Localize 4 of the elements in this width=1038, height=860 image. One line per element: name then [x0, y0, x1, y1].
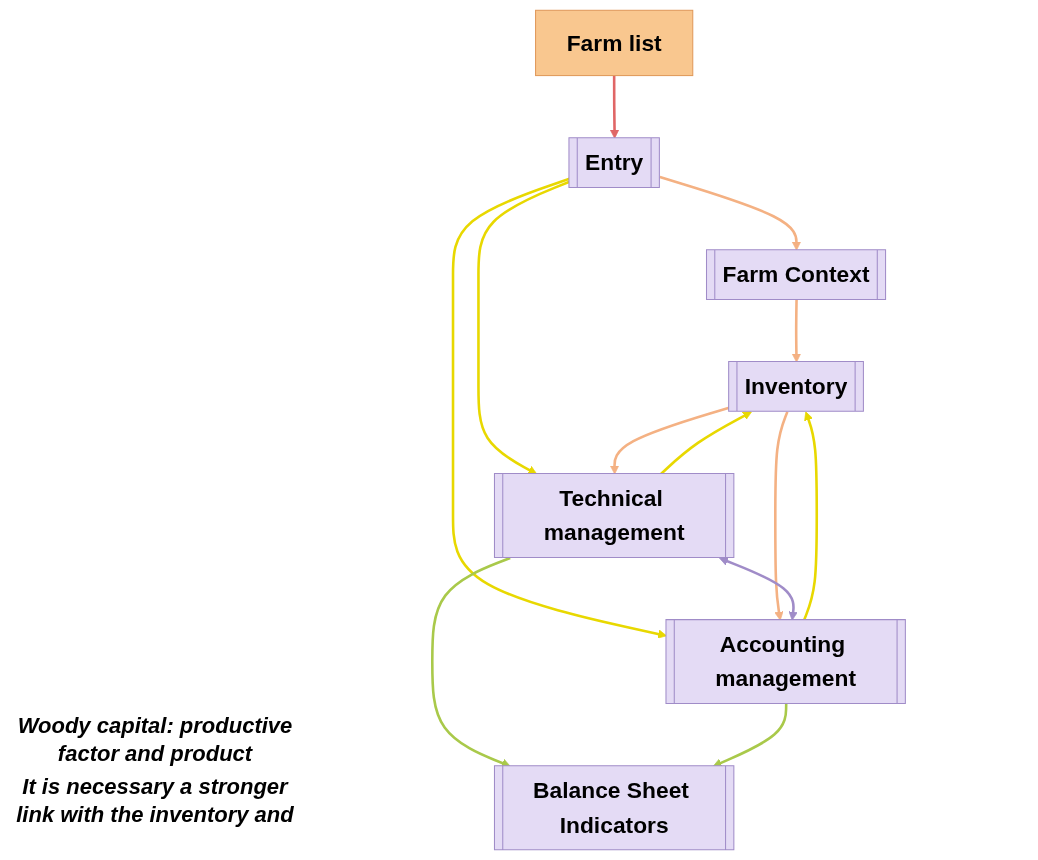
node-box: Farm list [535, 9, 694, 77]
note-text: It is necessary a stronger link with the inventory and [15, 772, 295, 830]
arrow [451, 177, 668, 639]
note-text: Woody capital: productive factor and product [16, 711, 294, 769]
